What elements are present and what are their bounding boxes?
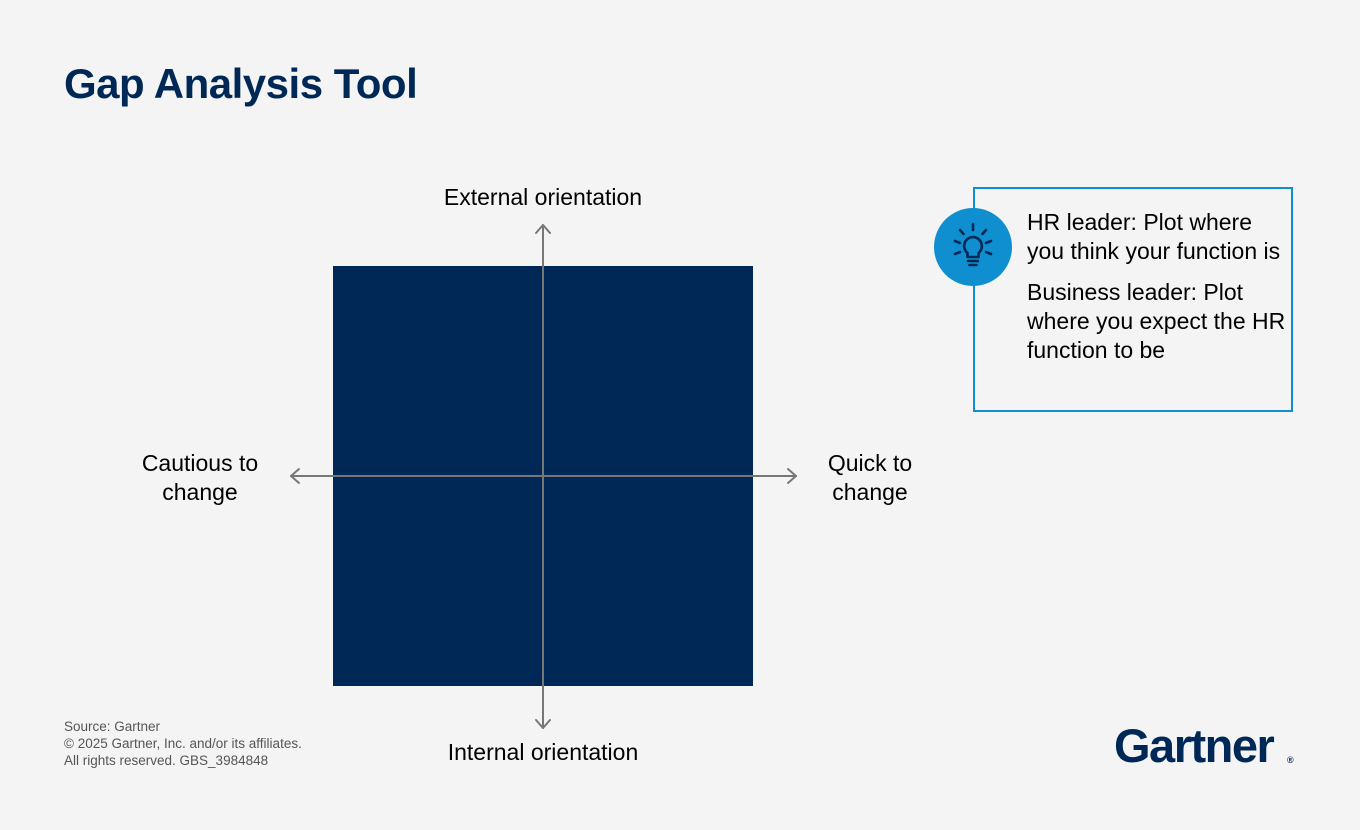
arrow-down-icon bbox=[535, 719, 551, 729]
axis-label-left-line2: change bbox=[162, 479, 238, 505]
axis-label-right-line2: change bbox=[832, 479, 908, 505]
axis-label-bottom: Internal orientation bbox=[447, 739, 639, 765]
arrow-up-icon bbox=[535, 224, 551, 234]
page-title: Gap Analysis Tool bbox=[64, 60, 418, 107]
axis-label-left: Cautious to change bbox=[110, 449, 290, 507]
axis-label-top: External orientation bbox=[443, 184, 643, 210]
tip-hr-leader: HR leader: Plot where you think your fun… bbox=[1027, 209, 1281, 264]
gartner-logo: Gartner bbox=[1114, 719, 1275, 772]
source-note: Source: Gartner © 2025 Gartner, Inc. and… bbox=[64, 718, 302, 769]
arrow-left-icon bbox=[290, 468, 300, 484]
axis-label-right: Quick to change bbox=[780, 449, 960, 507]
source-line: Source: Gartner bbox=[64, 719, 161, 734]
tip-text: HR leader: Plot where you think your fun… bbox=[1027, 208, 1287, 365]
axis-label-right-line1: Quick to bbox=[827, 450, 913, 476]
lightbulb-icon bbox=[934, 208, 1012, 286]
rights-line: All rights reserved. GBS_3984848 bbox=[64, 753, 269, 768]
tip-box bbox=[973, 187, 1293, 412]
registered-mark: ® bbox=[1287, 755, 1294, 765]
axis-label-left-line1: Cautious to bbox=[141, 450, 259, 476]
quadrant-matrix[interactable] bbox=[333, 266, 753, 686]
copyright-line: © 2025 Gartner, Inc. and/or its affiliat… bbox=[64, 736, 302, 751]
tip-business-leader: Business leader: Plot where you expect t… bbox=[1027, 279, 1286, 363]
